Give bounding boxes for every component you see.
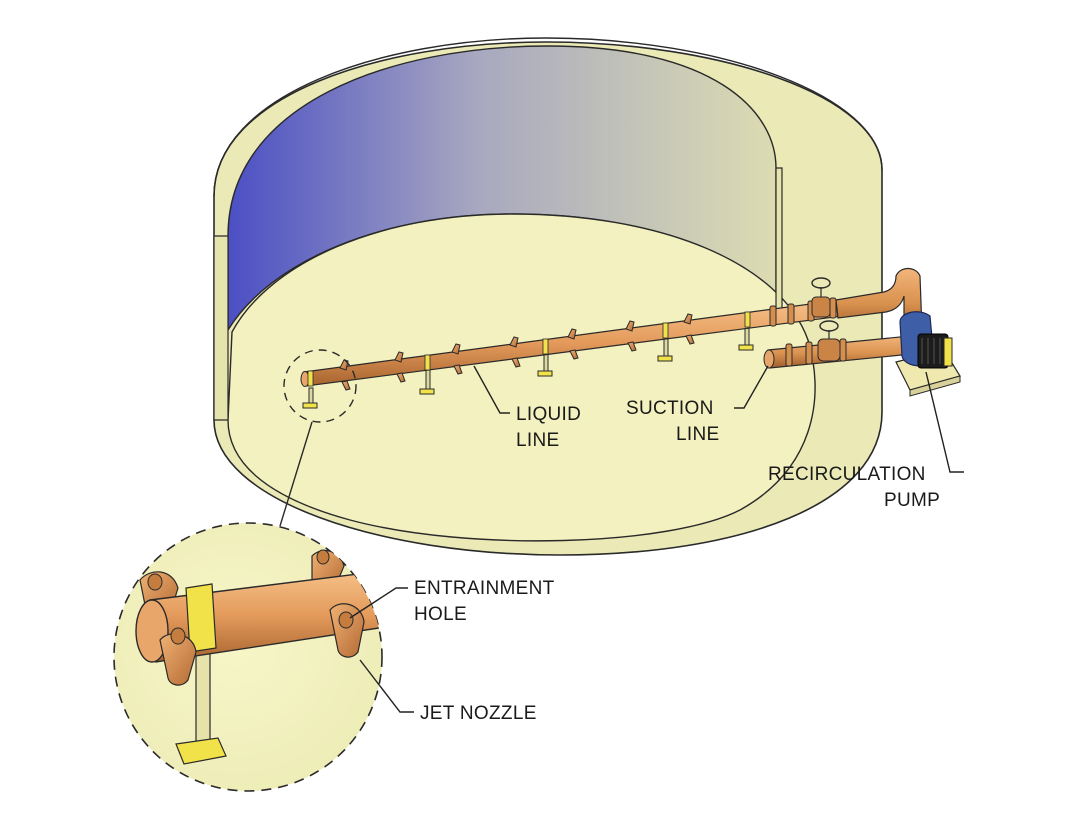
zoom-nozzle-front-right [329,603,365,658]
detail-callout-connector [279,421,313,527]
detail-zoom-view [113,522,383,792]
callout-labels: LIQUID LINE SUCTION LINE RECIRCULATION P… [414,398,940,724]
jet-nozzles [339,313,695,391]
liquid-line-pipe [300,267,923,409]
recirculation-pump [895,311,961,397]
leader-entrainment-hole [349,587,408,619]
tank-floor [227,213,816,542]
zoom-entrainment-hole [338,611,354,629]
pipe-supports [302,323,754,409]
label-suction-line-2: LINE [676,424,719,445]
liquid-line-riser [835,267,923,333]
leader-lines [349,365,964,713]
zoom-base-plate [175,737,227,765]
leader-recirculation-pump [925,371,964,473]
tank-rim-top [213,37,883,197]
label-liquid-line-2: LINE [516,430,559,451]
label-entrainment-hole-1: ENTRAINMENT [414,578,555,599]
label-recirculation-pump-2: PUMP [884,490,940,511]
leader-liquid-line [473,365,510,414]
tank [213,37,883,556]
suction-line-flanges [785,338,847,367]
label-entrainment-hole-2: HOLE [414,604,467,625]
suction-line-pipe [763,320,913,369]
zoom-pipe-clamp [185,583,217,653]
pipe-clamps [307,311,751,387]
leader-jet-nozzle [359,659,414,713]
label-jet-nozzle: JET NOZZLE [420,703,537,724]
detail-callout-circle-small [283,349,357,423]
liquid-line-flanges [769,297,837,327]
label-liquid-line-1: LIQUID [516,404,581,425]
zoom-pipe-end-cap [135,599,169,663]
leader-suction-line [734,365,769,409]
tank-wall-edge-right [775,167,783,313]
tank-wall-edge-left [213,235,229,421]
suction-line-valve [817,320,841,362]
label-recirculation-pump-1: RECIRCULATION [768,464,926,485]
suction-line-inlet [763,349,775,369]
liquid-line-valve [811,277,831,318]
label-suction-line-1: SUCTION [626,398,714,419]
pump-motor-end [943,337,953,367]
